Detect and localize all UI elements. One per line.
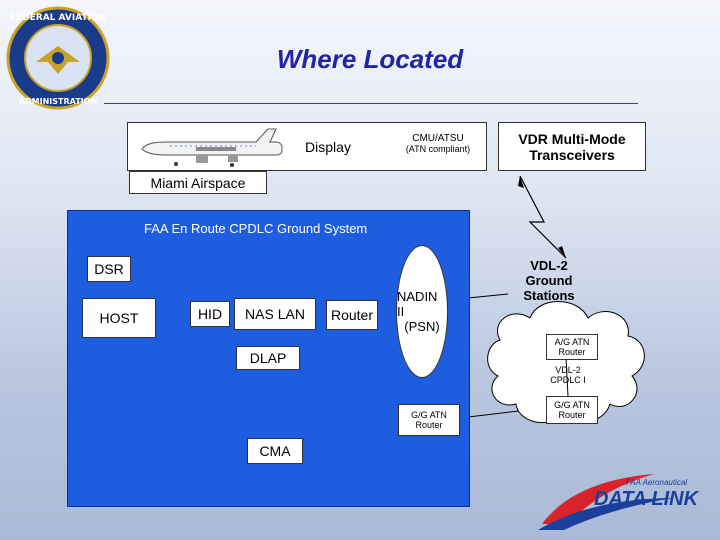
nadin-label-line1: NADIN II [397, 289, 438, 319]
data-link-logo: FAA Aeronautical DATA LINK [534, 464, 710, 534]
faa-seal-logo: FEDERAL AVIATION ADMINISTRATION [6, 6, 110, 110]
vdr-label-line2: Transceivers [529, 146, 615, 163]
brand-line1: FAA Aeronautical [626, 478, 688, 487]
cmu-sub-label: (ATN compliant) [405, 144, 471, 154]
cloud-gg-router-line1: G/G ATN [554, 400, 590, 410]
ground-system-title: FAA En Route CPDLC Ground System [144, 221, 368, 236]
host-box: HOST [82, 298, 156, 338]
gg-router-line1: G/G ATN [411, 410, 447, 420]
hid-box: HID [190, 301, 230, 327]
display-label: Display [305, 139, 351, 155]
svg-text:ADMINISTRATION: ADMINISTRATION [19, 97, 97, 106]
vdl2-ground-line2: Ground [525, 273, 573, 288]
airplane-icon [141, 128, 283, 167]
nas-lan-box: NAS LAN [234, 298, 316, 330]
ag-atn-router-box: A/G ATN Router [546, 334, 598, 360]
router-box: Router [326, 300, 378, 330]
vdl2-cpdlc-line1: VDL-2 [555, 365, 581, 375]
vdl2-cpdlc-label: VDL-2 CPDLC I [540, 365, 596, 385]
miami-airspace-label: Miami Airspace [129, 171, 267, 194]
cloud-gg-router-line2: Router [558, 410, 586, 420]
svg-text:FEDERAL AVIATION: FEDERAL AVIATION [10, 13, 106, 23]
brand-line2: DATA LINK [594, 488, 699, 510]
cmu-atsu-block: CMU/ATSU (ATN compliant) [390, 133, 486, 154]
vdr-transceivers-box: VDR Multi-Mode Transceivers [498, 122, 646, 171]
cma-box: CMA [247, 438, 303, 464]
vdl2-ground-line1: VDL-2 [530, 258, 568, 273]
dsr-box: DSR [87, 256, 131, 282]
title-divider [104, 103, 638, 104]
gg-atn-router-box: G/G ATN Router [398, 404, 460, 436]
ag-router-line1: A/G ATN [554, 337, 590, 347]
vdl2-cpdlc-line2: CPDLC I [550, 375, 586, 385]
vdl2-ground-line3: Stations [523, 288, 575, 303]
vdr-label-line1: VDR Multi-Mode [518, 130, 626, 147]
dlap-box: DLAP [236, 346, 300, 370]
vdl2-ground-stations-label: VDL-2 Ground Stations [504, 258, 594, 303]
nadin-ellipse: NADIN II (PSN) [396, 245, 448, 378]
nadin-label-line2: (PSN) [404, 319, 440, 334]
gg-router-line2: Router [415, 420, 443, 430]
cmu-label: CMU/ATSU [412, 133, 464, 144]
aircraft-panel: Display CMU/ATSU (ATN compliant) [127, 122, 487, 171]
cloud-gg-atn-router-box: G/G ATN Router [546, 396, 598, 424]
ag-router-line2: Router [558, 347, 586, 357]
page-title: Where Located [276, 44, 464, 74]
